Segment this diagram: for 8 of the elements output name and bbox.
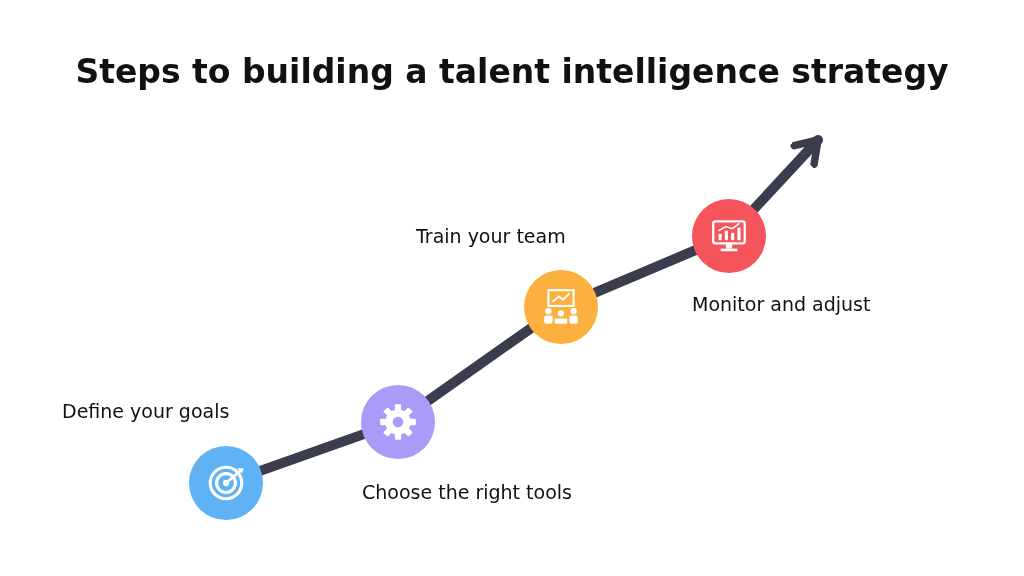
step-label: Monitor and adjust (692, 293, 871, 315)
step-label: Choose the right tools (362, 481, 572, 503)
step-circle (692, 199, 766, 273)
step-label: Define your goals (62, 400, 230, 422)
arrow (749, 135, 823, 214)
connector-line (423, 323, 536, 406)
step-label: Train your team (416, 225, 566, 247)
title: Steps to building a talent intelligence strategy (74, 52, 950, 91)
